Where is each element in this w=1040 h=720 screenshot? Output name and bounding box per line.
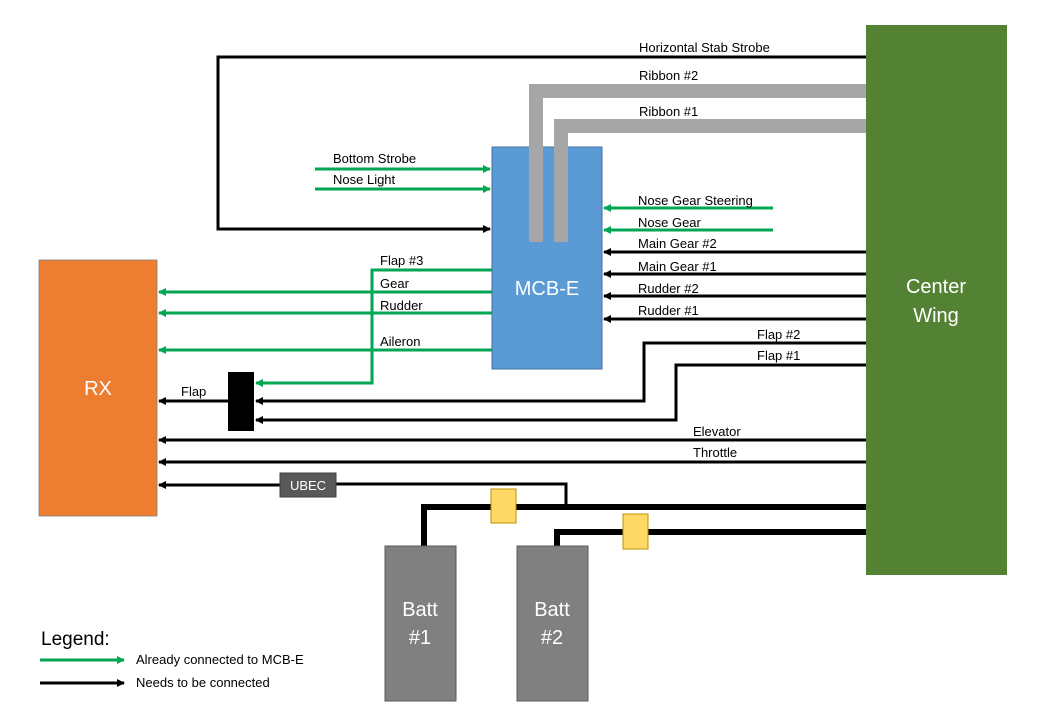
fuse-1 — [490, 488, 517, 524]
flap-3-label: Flap #3 — [380, 253, 423, 268]
ubec-input-wire — [336, 482, 568, 505]
rudder-label: Rudder — [380, 298, 423, 313]
ubec-label: UBEC — [290, 478, 326, 493]
nose-light-label: Nose Light — [333, 172, 396, 187]
battery-2 — [516, 545, 589, 702]
center-wing-label-line2: Wing — [913, 305, 959, 327]
ribbon-2-cable — [529, 84, 866, 242]
center-wing-block — [866, 25, 1007, 575]
horizontal-stab-strobe-label: Horizontal Stab Strobe — [639, 40, 770, 55]
ribbon-2-label: Ribbon #2 — [639, 68, 698, 83]
aileron-label: Aileron — [380, 334, 420, 349]
rx-block — [38, 259, 158, 517]
center-wing-label-line1: Center — [906, 276, 966, 298]
legend-black-text: Needs to be connected — [136, 675, 270, 690]
elevator-label: Elevator — [693, 424, 741, 439]
legend: Legend: Already connected to MCB-E Needs… — [40, 629, 304, 690]
ribbon-1-cable — [554, 119, 866, 242]
flap-3-wire — [255, 268, 492, 387]
nose-gear-label: Nose Gear — [638, 215, 702, 230]
batt-1-label-line2: #1 — [409, 627, 431, 649]
flap-y-connector — [228, 372, 254, 431]
ubec-block — [279, 472, 337, 498]
ribbon-1-label: Ribbon #1 — [639, 104, 698, 119]
rudder-1-label: Rudder #1 — [638, 303, 699, 318]
batt-1-power-cable — [421, 504, 866, 546]
flap-2-wire — [255, 341, 866, 405]
main-gear-1-label: Main Gear #1 — [638, 259, 717, 274]
legend-title: Legend: — [41, 629, 110, 650]
batt-2-label-line2: #2 — [541, 627, 563, 649]
mcb-e-block — [491, 146, 603, 370]
horizontal-stab-strobe-wire — [216, 55, 866, 233]
legend-green-text: Already connected to MCB-E — [136, 652, 304, 667]
rudder-2-label: Rudder #2 — [638, 281, 699, 296]
mcb-e-label: MCB-E — [515, 278, 579, 300]
flap-2-label: Flap #2 — [757, 327, 800, 342]
battery-1 — [384, 545, 457, 702]
gear-label: Gear — [380, 276, 410, 291]
main-gear-2-label: Main Gear #2 — [638, 236, 717, 251]
throttle-label: Throttle — [693, 445, 737, 460]
batt-2-label-line1: Batt — [534, 599, 570, 621]
flap-1-wire — [255, 363, 866, 424]
batt-1-label-line1: Batt — [402, 599, 438, 621]
bottom-strobe-label: Bottom Strobe — [333, 151, 416, 166]
nose-gear-steering-label: Nose Gear Steering — [638, 193, 753, 208]
fuse-2 — [622, 513, 649, 550]
flap-label: Flap — [181, 384, 206, 399]
rx-label: RX — [84, 378, 112, 400]
batt-2-power-cable — [554, 529, 866, 546]
flap-1-label: Flap #1 — [757, 348, 800, 363]
